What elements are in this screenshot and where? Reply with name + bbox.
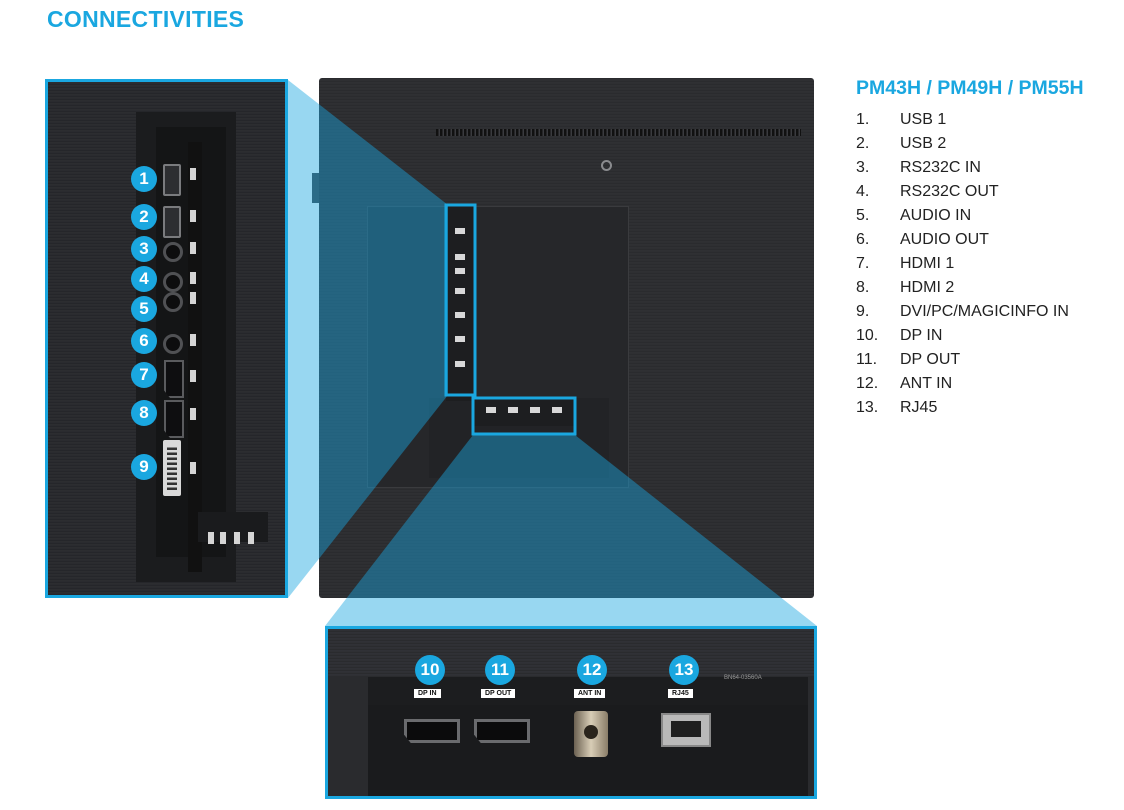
side-button	[312, 173, 319, 203]
port-badge-11: 11	[485, 655, 515, 685]
model-title: PM43H / PM49H / PM55H	[856, 77, 1084, 99]
label-strip	[188, 142, 202, 572]
port-badge-1: 1	[131, 166, 157, 192]
bottom-port-row	[474, 398, 574, 426]
list-item: 5.AUDIO IN	[856, 207, 972, 224]
dvi-port-icon	[163, 440, 181, 496]
jack-port-icon	[163, 272, 183, 292]
list-item: 3.RS232C IN	[856, 159, 981, 176]
port-badge-2: 2	[131, 204, 157, 230]
port-badge-10: 10	[415, 655, 445, 685]
rj45-port-icon	[661, 713, 711, 747]
list-item: 10.DP IN	[856, 327, 943, 344]
port-badge-8: 8	[131, 400, 157, 426]
jack-port-icon	[163, 242, 183, 262]
part-number: BN64-03560A	[724, 675, 762, 681]
list-item: 13.RJ45	[856, 399, 938, 416]
side-ports-zoom: 1 2 3 4 5 6 7 8 9	[45, 79, 288, 598]
port-badge-9: 9	[131, 454, 157, 480]
port-badge-13: 13	[669, 655, 699, 685]
list-item: 11.DP OUT	[856, 351, 961, 368]
dp-in-port-icon	[404, 719, 460, 743]
usb-port-icon	[163, 206, 181, 238]
port-tag-rj45: RJ45	[668, 689, 693, 698]
list-item: 12.ANT IN	[856, 375, 953, 392]
jack-port-icon	[163, 334, 183, 354]
screw-hole-icon	[601, 160, 612, 171]
list-item: 2.USB 2	[856, 135, 947, 152]
tv-rear-image	[312, 78, 814, 598]
port-badge-7: 7	[131, 362, 157, 388]
port-tag-ant-in: ANT IN	[574, 689, 606, 698]
usb-port-icon	[163, 164, 181, 196]
hdmi-port-icon	[164, 400, 184, 438]
port-tag-dp-in: DP IN	[414, 689, 441, 698]
port-badge-12: 12	[577, 655, 607, 685]
side-port-column	[446, 206, 474, 401]
dp-out-port-icon	[474, 719, 530, 743]
list-item: 1.USB 1	[856, 111, 947, 128]
antenna-port-icon	[574, 711, 608, 757]
list-item: 4.RS232C OUT	[856, 183, 999, 200]
port-badge-4: 4	[131, 266, 157, 292]
list-item: 7.HDMI 1	[856, 255, 955, 272]
jack-port-icon	[163, 292, 183, 312]
port-list: 1.USB 1 2.USB 2 3.RS232C IN 4.RS232C OUT…	[856, 111, 1069, 423]
port-badge-5: 5	[131, 296, 157, 322]
list-item: 8.HDMI 2	[856, 279, 955, 296]
vent-grille	[436, 129, 801, 136]
port-badge-6: 6	[131, 328, 157, 354]
list-item: 6.AUDIO OUT	[856, 231, 989, 248]
hdmi-port-icon	[164, 360, 184, 398]
page-title: CONNECTIVITIES	[47, 6, 245, 32]
list-item: 9.DVI/PC/MAGICINFO IN	[856, 303, 1069, 320]
port-badge-3: 3	[131, 236, 157, 262]
backplate	[328, 629, 814, 677]
port-tag-dp-out: DP OUT	[481, 689, 516, 698]
bottom-ports-zoom: 10 11 12 13 DP IN DP OUT ANT IN RJ45 BN6…	[325, 626, 817, 799]
